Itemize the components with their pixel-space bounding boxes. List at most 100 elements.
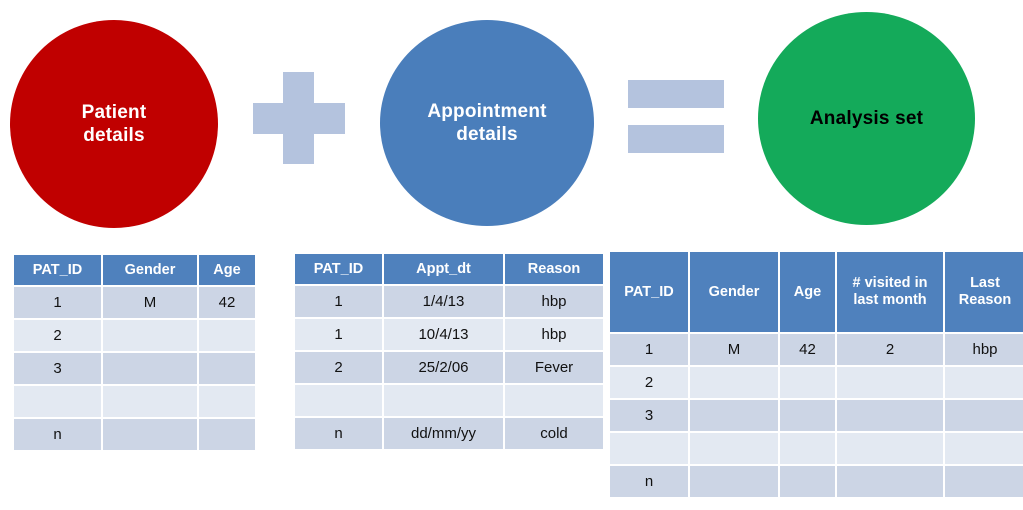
table-row	[14, 386, 255, 417]
cell-pat-id: 1	[610, 334, 688, 365]
table-row: 3	[14, 353, 255, 384]
cell-visits-last-month	[837, 466, 943, 497]
cell-age	[199, 353, 255, 384]
column-header-appt-dt: Appt_dt	[384, 254, 503, 284]
cell-reason: hbp	[505, 286, 603, 317]
table-row	[295, 385, 603, 416]
cell-pat-id: 2	[610, 367, 688, 398]
column-header-reason: Reason	[505, 254, 603, 284]
table-row	[610, 433, 1023, 464]
cell-age	[780, 433, 835, 464]
table-row: 1 M 42	[14, 287, 255, 318]
cell-gender: M	[690, 334, 778, 365]
table-row: n dd/mm/yy cold	[295, 418, 603, 449]
cell-appt-dt: 1/4/13	[384, 286, 503, 317]
table-header-row: PAT_ID Gender Age	[14, 255, 255, 285]
cell-last-reason: hbp	[945, 334, 1023, 365]
cell-gender	[103, 353, 197, 384]
table-header-row: PAT_ID Gender Age # visited in last mont…	[610, 252, 1023, 332]
table-row: 1 10/4/13 hbp	[295, 319, 603, 350]
table-row: 3	[610, 400, 1023, 431]
cell-gender	[103, 419, 197, 450]
column-header-pat-id: PAT_ID	[610, 252, 688, 332]
plus-icon-vertical-bar	[283, 72, 314, 164]
cell-pat-id: 1	[295, 286, 382, 317]
cell-age	[780, 400, 835, 431]
table-appointment-details: PAT_ID Appt_dt Reason 1 1/4/13 hbp 1 10/…	[293, 252, 605, 451]
cell-reason: hbp	[505, 319, 603, 350]
cell-visits-last-month	[837, 400, 943, 431]
cell-visits-last-month	[837, 367, 943, 398]
equals-icon-top-bar	[628, 80, 724, 108]
cell-pat-id: 1	[295, 319, 382, 350]
node-analysis-set: Analysis set	[758, 12, 975, 225]
table-patient-details: PAT_ID Gender Age 1 M 42 2 3 n	[12, 253, 257, 452]
cell-appt-dt: 25/2/06	[384, 352, 503, 383]
column-header-visits-last-month: # visited in last month	[837, 252, 943, 332]
node-patient-details: Patient details	[10, 20, 218, 228]
cell-pat-id	[295, 385, 382, 416]
node-patient-details-label: Patient details	[82, 101, 147, 147]
cell-gender	[690, 367, 778, 398]
cell-reason: cold	[505, 418, 603, 449]
cell-visits-last-month	[837, 433, 943, 464]
cell-gender	[690, 433, 778, 464]
table-analysis-set: PAT_ID Gender Age # visited in last mont…	[608, 250, 1023, 499]
node-appointment-details-label: Appointment details	[427, 100, 546, 146]
node-appointment-details-label-line2: details	[456, 124, 518, 145]
table-row: 2	[14, 320, 255, 351]
node-patient-details-label-line2: details	[83, 125, 145, 146]
cell-pat-id	[610, 433, 688, 464]
cell-gender	[103, 386, 197, 417]
table-row: 1 M 42 2 hbp	[610, 334, 1023, 365]
cell-age	[780, 367, 835, 398]
column-header-age: Age	[780, 252, 835, 332]
column-header-gender: Gender	[103, 255, 197, 285]
plus-icon	[253, 72, 345, 164]
column-header-pat-id: PAT_ID	[14, 255, 101, 285]
column-header-gender: Gender	[690, 252, 778, 332]
node-analysis-set-label: Analysis set	[810, 107, 923, 130]
cell-pat-id	[14, 386, 101, 417]
node-patient-details-label-line1: Patient	[81, 101, 147, 123]
node-appointment-details-label-line1: Appointment	[427, 100, 547, 122]
cell-appt-dt	[384, 385, 503, 416]
cell-last-reason	[945, 466, 1023, 497]
node-analysis-set-label-line1: Analysis set	[809, 107, 924, 129]
equals-icon-bottom-bar	[628, 125, 724, 153]
column-header-pat-id: PAT_ID	[295, 254, 382, 284]
cell-gender	[103, 320, 197, 351]
equals-icon	[628, 80, 724, 155]
cell-appt-dt: 10/4/13	[384, 319, 503, 350]
cell-pat-id: 3	[14, 353, 101, 384]
cell-pat-id: 2	[295, 352, 382, 383]
table-row: 2	[610, 367, 1023, 398]
cell-visits-last-month: 2	[837, 334, 943, 365]
cell-gender: M	[103, 287, 197, 318]
cell-pat-id: 2	[14, 320, 101, 351]
cell-age	[199, 419, 255, 450]
table-header-row: PAT_ID Appt_dt Reason	[295, 254, 603, 284]
cell-age: 42	[199, 287, 255, 318]
node-appointment-details: Appointment details	[380, 20, 594, 226]
cell-appt-dt: dd/mm/yy	[384, 418, 503, 449]
cell-reason: Fever	[505, 352, 603, 383]
table-row: n	[14, 419, 255, 450]
table-row: n	[610, 466, 1023, 497]
cell-pat-id: n	[295, 418, 382, 449]
column-header-age: Age	[199, 255, 255, 285]
cell-age	[780, 466, 835, 497]
cell-age	[199, 320, 255, 351]
column-header-last-reason: Last Reason	[945, 252, 1023, 332]
cell-reason	[505, 385, 603, 416]
cell-pat-id: 1	[14, 287, 101, 318]
cell-age	[199, 386, 255, 417]
cell-gender	[690, 466, 778, 497]
cell-pat-id: 3	[610, 400, 688, 431]
cell-pat-id: n	[610, 466, 688, 497]
cell-gender	[690, 400, 778, 431]
cell-last-reason	[945, 367, 1023, 398]
cell-pat-id: n	[14, 419, 101, 450]
table-row: 2 25/2/06 Fever	[295, 352, 603, 383]
cell-last-reason	[945, 400, 1023, 431]
